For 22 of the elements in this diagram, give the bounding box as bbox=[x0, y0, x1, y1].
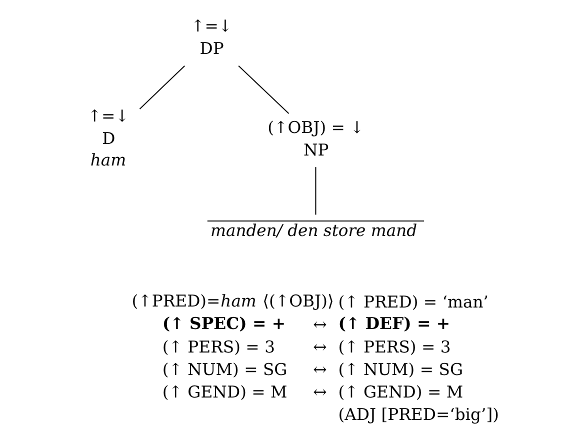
label: (↑ NUM) = SG bbox=[162, 360, 287, 380]
connector bbox=[138, 66, 184, 110]
label: (ADJ [PRED=‘big’]) bbox=[338, 405, 498, 424]
label: (↑ PERS) = 3 bbox=[162, 338, 274, 357]
label: (↑ PERS) = 3 bbox=[338, 338, 450, 357]
label: (↑PRED)=ham ⟨(↑OBJ)⟩ bbox=[131, 292, 334, 311]
label: ↔ bbox=[312, 315, 326, 334]
connector bbox=[238, 66, 289, 114]
node-text: manden/ den store mand bbox=[210, 221, 417, 240]
label: (↑ DEF) = + bbox=[338, 314, 450, 334]
label: (↑ GEND) = M bbox=[338, 382, 463, 402]
node-text: ↑=↓ D ham bbox=[87, 106, 128, 170]
node-text: ↑=↓ DP bbox=[190, 16, 232, 58]
label: ↔ bbox=[312, 382, 326, 402]
connector bbox=[314, 167, 316, 215]
label: (↑ GEND) = M bbox=[162, 382, 287, 402]
label: (↑ NUM) = SG bbox=[338, 360, 463, 380]
label: (↑ SPEC) = + bbox=[162, 314, 286, 334]
label: ↔ bbox=[312, 338, 326, 357]
label: ↔ bbox=[312, 360, 326, 380]
label: (↑ PRED) = ‘man’ bbox=[338, 292, 488, 312]
node-text: (↑OBJ) = ↓ NP bbox=[267, 118, 364, 160]
